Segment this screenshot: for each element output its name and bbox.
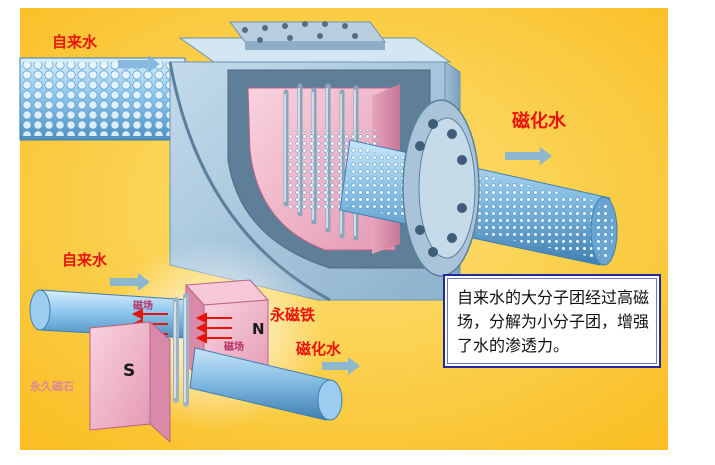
bottom-rods [173, 293, 189, 407]
label-magnetic-field-lower: 磁场 [224, 340, 244, 353]
label-pole-north: N [252, 320, 265, 338]
magnet-south [88, 320, 172, 444]
explanation-note: 自来水的大分子团经过高磁场，分解为小分子团，增强了水的渗透力。 [443, 274, 661, 368]
label-magnetized-water-bottom: 磁化水 [296, 340, 342, 358]
inlet-pipe [19, 57, 186, 141]
flow-arrows-top [118, 55, 552, 165]
label-permanent-magnet: 永磁铁 [269, 306, 315, 324]
label-permanent-magnet-stone: 永久磁石 [29, 379, 74, 393]
label-magnetic-field-upper: 磁场 [133, 299, 153, 312]
bottom-outlet-pipe [189, 347, 343, 421]
label-pole-south: S [123, 361, 135, 381]
label-tap-water-bottom: 自来水 [62, 251, 108, 269]
outlet-flange [402, 99, 480, 277]
label-tap-water-top: 自来水 [52, 33, 98, 51]
label-magnetized-water-top: 磁化水 [512, 110, 567, 132]
flow-arrows-bottom [110, 273, 360, 375]
